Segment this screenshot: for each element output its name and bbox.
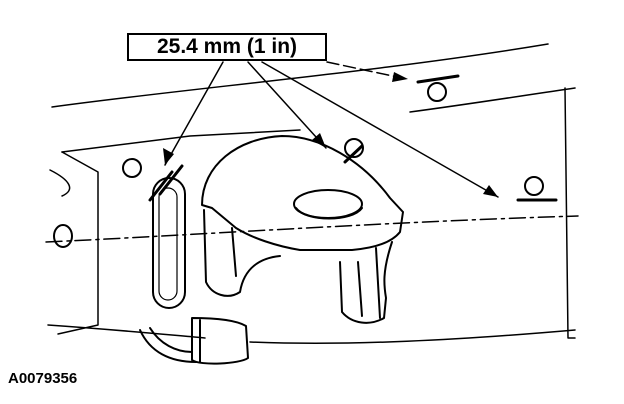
locating-hole-4 — [524, 176, 544, 196]
leader-lines — [164, 61, 499, 198]
center-line — [45, 215, 579, 243]
frame-right-end — [564, 87, 576, 339]
left-locating-hole — [53, 224, 73, 248]
locating-hole-1 — [122, 158, 142, 178]
figure-id: A0079356 — [8, 370, 78, 387]
frame-left-end — [57, 151, 99, 335]
frame-left-break — [49, 169, 71, 197]
frame-flange-edge — [61, 87, 576, 153]
dimension-ticks — [148, 74, 558, 202]
locating-hole-2 — [344, 138, 364, 158]
leader-arrowheads — [163, 72, 498, 197]
frame-upper-edge — [51, 43, 549, 108]
measurement-callout: 25.4 mm (1 in) — [127, 33, 327, 61]
lower-clip — [139, 317, 249, 365]
oblong-hole — [152, 177, 186, 309]
locating-hole-3 — [427, 82, 447, 102]
frame-lower-edge — [47, 324, 576, 345]
mounting-bracket — [201, 135, 404, 324]
